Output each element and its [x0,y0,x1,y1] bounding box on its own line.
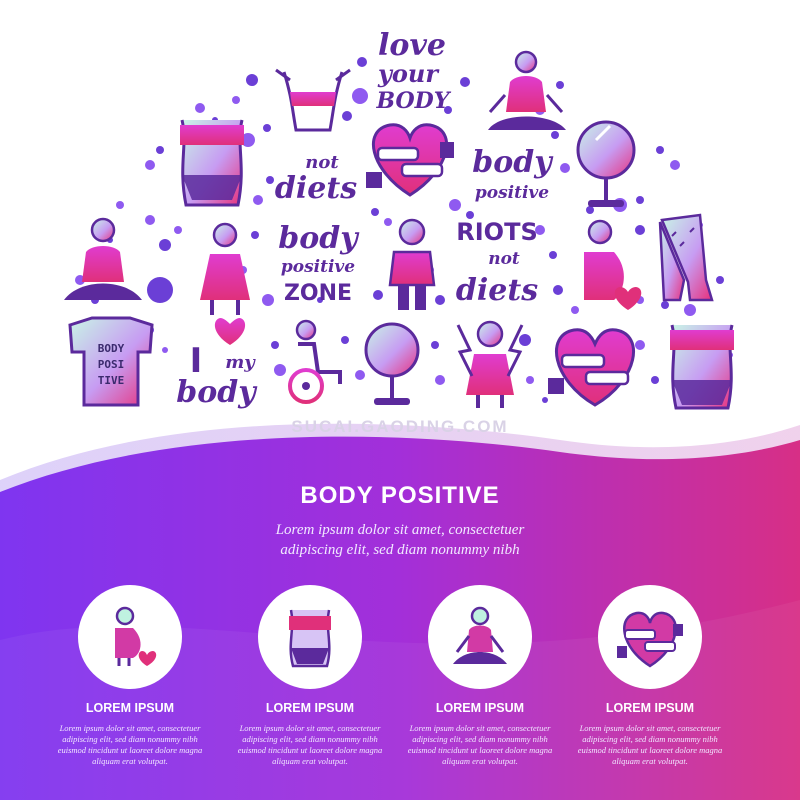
shirt-line-2: POSI [98,358,125,371]
feature-text-line: adipiscing elit, sed diam nonummy nibh [412,734,548,744]
feature-title-4: LOREM IPSUM [605,701,695,715]
i-letter: I [190,341,203,381]
love-word: love [378,28,446,63]
heart-handshake-icon-small [617,611,683,668]
heart-handshake-icon-2 [548,328,635,407]
feature-circle-1 [78,585,182,689]
your-word: your [377,59,440,88]
feature-card-4: LOREM IPSUM Lorem ipsum dolor sit amet, … [575,585,725,767]
mirror-icon [576,120,636,207]
feature-text-line: Lorem ipsum dolor sit amet, consectetuer [59,723,201,733]
feature-title-1: LOREM IPSUM [85,701,175,715]
feature-title-3: LOREM IPSUM [435,701,525,715]
tshirt-icon: BODY POSI TIVE [68,316,154,407]
feature-text-line: aliquam erat volutpat. [92,756,168,766]
pregnant-woman-heart-icon-small [115,606,157,666]
love-your-body-text: love your BODY [376,28,452,114]
feature-text-line: aliquam erat volutpat. [272,756,348,766]
feature-text-line: Lorem ipsum dolor sit amet, consectetuer [579,723,721,733]
feature-text-line: adipiscing elit, sed diam nonummy nibh [242,734,378,744]
not-diets-text: not diets [275,152,357,206]
feature-card-2: LOREM IPSUM Lorem ipsum dolor sit amet, … [235,585,385,767]
wheelchair-user-icon [288,319,342,404]
body-word-2: body [472,145,554,180]
zone-word: ZONE [284,281,352,306]
feature-circle-3 [428,585,532,689]
watermark-text: SUCAI.GAODING.COM [291,417,508,436]
body-word: BODY [376,88,452,114]
body-word-4: body [176,375,258,410]
torso-bikini-icon [180,119,244,207]
heart-handshake-icon [366,123,454,197]
torso-bikini-icon-2 [670,324,734,410]
torso-swimsuit-icon-small [289,609,331,668]
feature-text-4: Lorem ipsum dolor sit amet, consectetuer… [575,723,725,767]
meditating-woman-icon [64,217,142,300]
page-subtitle: Lorem ipsum dolor sit amet, consectetuer… [200,520,600,560]
decorative-dots [75,57,733,403]
icon-composition: love your BODY not diets body positive [64,28,734,436]
meditating-woman-icon-small [453,606,507,664]
feature-text-line: aliquam erat volutpat. [612,756,688,766]
feature-text-line: adipiscing elit, sed diam nonummy nibh [62,734,198,744]
body-positive-text: body positive [472,145,554,203]
shirt-line-3: TIVE [98,374,125,387]
feature-card-3: LOREM IPSUM Lorem ipsum dolor sit amet, … [405,585,555,767]
torso-back-icon [275,68,351,132]
strong-woman-icon [456,320,524,408]
feature-text-line: Lorem ipsum dolor sit amet, consectetuer [409,723,551,733]
shirt-line-1: BODY [98,342,125,355]
subtitle-line-1: Lorem ipsum dolor sit amet, consectetuer [275,522,525,538]
positive-word-2: positive [281,257,355,277]
riots-not-diets-text: RIOTS not diets [456,218,538,308]
woman-dress-icon [200,222,250,315]
body-word-3: body [278,221,360,256]
body-positive-zone-text: body positive ZONE [278,221,360,306]
mirror-icon-2 [364,322,420,405]
feature-text-line: euismod tincidunt ut laoreet dolore magn… [577,745,723,755]
feature-text-line: aliquam erat volutpat. [442,756,518,766]
not-word: not [305,152,339,173]
feature-text-line: euismod tincidunt ut laoreet dolore magn… [57,745,203,755]
feature-text-1: Lorem ipsum dolor sit amet, consectetuer… [55,723,205,767]
feature-text-line: adipiscing elit, sed diam nonummy nibh [582,734,718,744]
feature-circle-2 [258,585,362,689]
riots-word: RIOTS [456,218,537,246]
positive-word: positive [475,183,549,203]
hairy-legs-icon [658,213,714,302]
feature-title-2: LOREM IPSUM [265,701,355,715]
i-love-my-body-text: I my body [176,318,258,410]
feature-text-2: Lorem ipsum dolor sit amet, consectetuer… [235,723,385,767]
feature-text-line: euismod tincidunt ut laoreet dolore magn… [237,745,383,755]
page-title: BODY POSITIVE [300,482,500,509]
my-word: my [225,352,256,373]
feature-text-line: Lorem ipsum dolor sit amet, consectetuer [239,723,381,733]
man-icon [388,218,436,310]
pregnant-woman-heart-icon [584,219,642,310]
feature-circle-4 [598,585,702,689]
diets-word-2: diets [456,273,538,308]
diets-word: diets [275,171,357,206]
feature-text-line: euismod tincidunt ut laoreet dolore magn… [407,745,553,755]
feature-card-1: LOREM IPSUM Lorem ipsum dolor sit amet, … [55,585,205,767]
not-word-2: not [488,249,520,269]
subtitle-line-2: adipiscing elit, sed diam nonummy nibh [280,542,520,558]
feature-text-3: Lorem ipsum dolor sit amet, consectetuer… [405,723,555,767]
meditating-person-icon [488,50,566,130]
